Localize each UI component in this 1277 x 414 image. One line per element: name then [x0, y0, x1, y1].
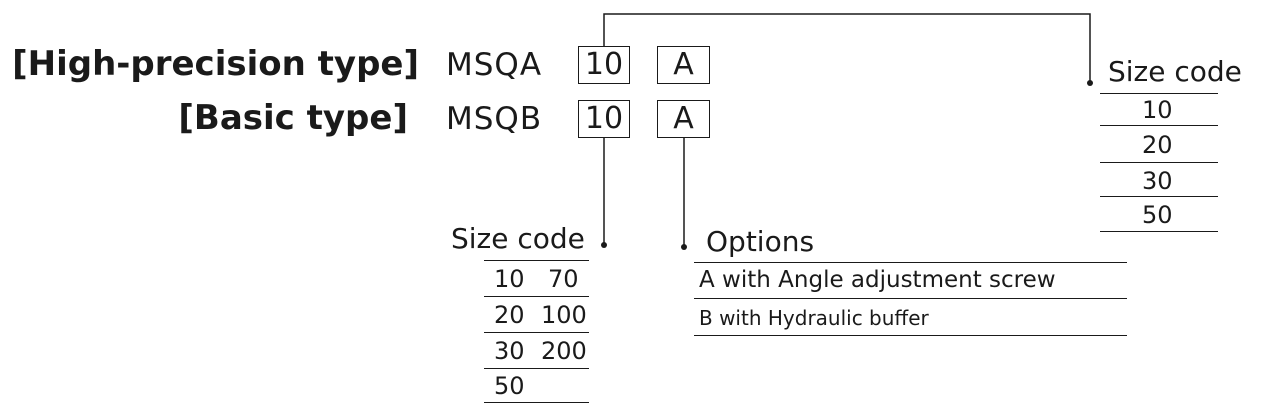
size-box-row2: 10 — [578, 100, 630, 138]
right-size-code-rule — [1100, 93, 1218, 94]
right-size-code-rule — [1100, 162, 1218, 163]
option-item: A with Angle adjustment screw — [699, 267, 1056, 293]
basic-angle-value: 100 — [541, 301, 587, 329]
model-code-msqa: MSQA — [446, 47, 543, 83]
right-size-code-value: 10 — [1142, 96, 1173, 124]
basic-size-code-rule — [484, 368, 589, 369]
basic-angle-value: 200 — [541, 337, 587, 365]
basic-size-code-rule — [484, 260, 589, 261]
right-size-code-value: 20 — [1142, 131, 1173, 159]
basic-size-value: 30 — [494, 337, 525, 365]
options-rule — [694, 335, 1127, 336]
option-box-row1: A — [657, 46, 710, 84]
high-precision-type-label: [High-precision type] — [12, 44, 419, 84]
right-size-code-rule — [1100, 196, 1218, 197]
option-item: B with Hydraulic buffer — [699, 306, 929, 330]
basic-size-code-rule — [484, 332, 589, 333]
right-size-code-value: 30 — [1142, 167, 1173, 195]
right-size-code-value: 50 — [1142, 201, 1173, 229]
basic-type-label: [Basic type] — [178, 98, 408, 138]
basic-size-value: 10 — [494, 265, 525, 293]
model-code-msqb: MSQB — [446, 101, 543, 137]
options-heading: Options — [706, 225, 815, 258]
option-box-row2: A — [657, 100, 710, 138]
options-rule — [694, 298, 1127, 299]
right-size-code-rule — [1100, 231, 1218, 232]
basic-angle-value: 70 — [548, 265, 579, 293]
basic-size-code-heading: Size code — [451, 222, 585, 255]
basic-size-code-rule — [484, 402, 589, 403]
basic-size-value: 50 — [494, 372, 525, 400]
basic-size-code-rule — [484, 296, 589, 297]
right-size-code-heading: Size code — [1108, 55, 1242, 88]
right-size-code-rule — [1100, 125, 1218, 126]
options-rule — [694, 262, 1127, 263]
basic-size-value: 20 — [494, 301, 525, 329]
size-box-row1: 10 — [578, 46, 630, 84]
